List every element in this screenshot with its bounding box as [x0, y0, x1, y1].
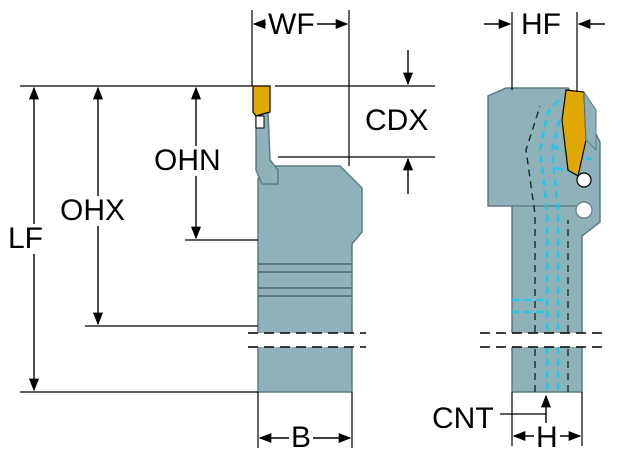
hidden-lines — [525, 105, 569, 392]
side-view-body — [257, 165, 363, 393]
side-view-blade-neck — [255, 111, 279, 185]
right-extension-lines — [500, 12, 583, 446]
label-h: H — [534, 421, 560, 454]
side-view — [248, 85, 366, 393]
label-hf: HF — [521, 8, 561, 41]
front-view-break-gap — [482, 333, 602, 347]
label-cdx: CDX — [365, 104, 429, 137]
side-view-break-gap — [250, 333, 365, 347]
side-view-insert — [252, 85, 271, 117]
label-ohn: OHN — [152, 144, 223, 177]
coolant-outlet-hole — [575, 201, 593, 219]
clamp-hole — [576, 172, 592, 188]
label-wf: WF — [266, 8, 317, 41]
side-view-clamp-slot — [255, 115, 265, 129]
label-ohx: OHX — [58, 194, 128, 227]
front-view — [480, 87, 604, 393]
left-extension-lines — [20, 10, 435, 448]
label-cnt: CNT — [432, 402, 494, 435]
label-lf: LF — [6, 222, 46, 255]
label-b: B — [289, 421, 314, 454]
